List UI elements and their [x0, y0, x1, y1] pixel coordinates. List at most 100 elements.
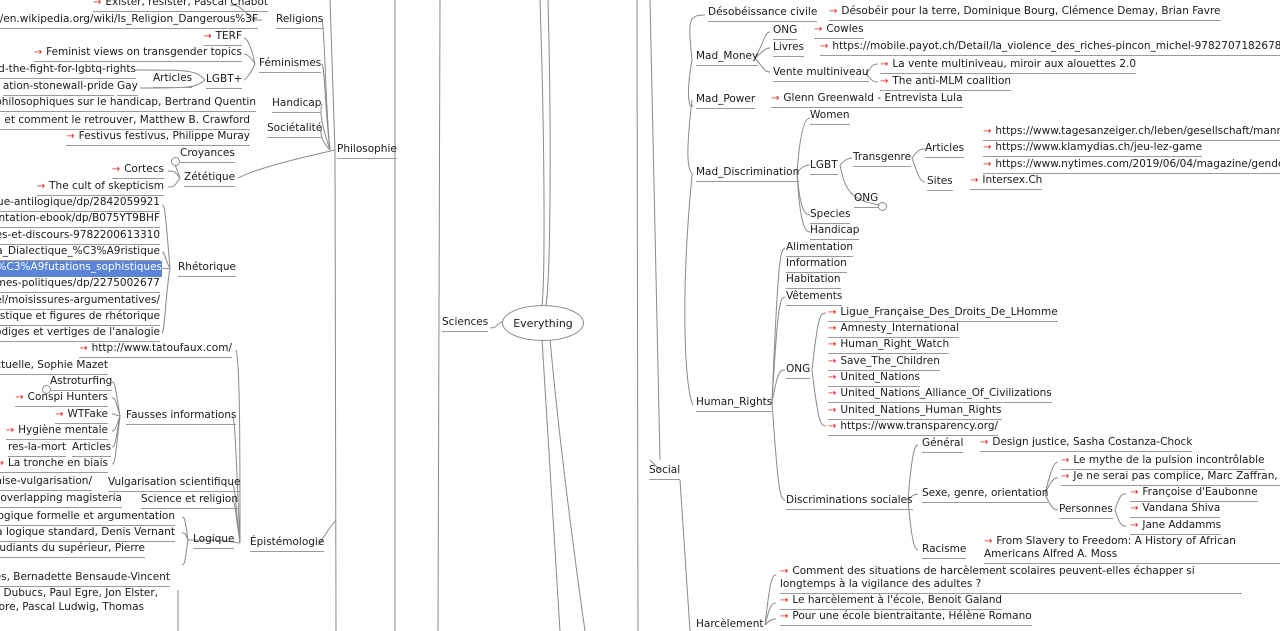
node-astroturfing[interactable]: Astroturfing — [50, 375, 113, 391]
node-species[interactable]: Species — [810, 208, 851, 224]
node-handicap-right[interactable]: Handicap — [810, 224, 860, 240]
node-feminismes[interactable]: Féminismes — [259, 57, 322, 73]
node-articles[interactable]: Articles — [153, 72, 193, 88]
node-rhetorique-link[interactable]: ylistique et figures de rhétorique — [0, 310, 160, 326]
node-design-justice[interactable]: →Design justice, Sasha Costanza-Chock — [980, 436, 1193, 452]
node-fausses-informations[interactable]: Fausses informations — [126, 409, 237, 425]
node-rhetorique-link[interactable]: riel/moisissures-argumentatives/ — [0, 294, 160, 310]
node-epistemologie[interactable]: Épistémologie — [250, 536, 325, 552]
node-rhetorique[interactable]: Rhétorique — [178, 261, 236, 277]
node-racisme[interactable]: Racisme — [922, 543, 967, 559]
node-ong-item[interactable]: →United_Nations_Human_Rights — [828, 404, 1002, 420]
node-anti-mlm[interactable]: →The anti-MLM coalition — [880, 75, 1012, 91]
node-complice[interactable]: →Je ne serai pas complice, Marc Zaffran,… — [1061, 470, 1280, 486]
node-articles-2[interactable]: Articles — [72, 441, 112, 457]
node-crawford[interactable]: nde, et comment le retrouver, Matthew B.… — [0, 114, 250, 130]
node-intersex[interactable]: →Intersex.Ch — [970, 174, 1043, 190]
node-articles-right[interactable]: Articles — [925, 142, 965, 158]
node-information[interactable]: Information — [786, 257, 847, 273]
node-transgenre-link[interactable]: →https://www.klamydias.ch/jeu-lez-game — [983, 141, 1203, 157]
node-rhetorique-link[interactable]: ique-antilogique/dp/2842059921 — [0, 196, 160, 212]
node-ong-item[interactable]: →Ligue_Française_Des_Droits_De_LHomme — [828, 306, 1058, 322]
node-women[interactable]: Women — [810, 109, 850, 125]
node-vente-multiniveau[interactable]: Vente multiniveau — [773, 66, 869, 82]
node-etudiants[interactable]: étudiants du supérieur, Pierre — [0, 542, 145, 558]
collapsed-node-icon[interactable] — [171, 157, 180, 166]
node-ong-3[interactable]: ONG — [786, 363, 811, 379]
node-harcelement-item[interactable]: →Comment des situations de harcèlement s… — [780, 565, 1242, 594]
node-desobeissance[interactable]: Désobéissance civile — [708, 6, 818, 22]
node-personne[interactable]: →Françoise d'Eaubonne — [1130, 486, 1258, 502]
node-gay-link[interactable]: ation-stonewall-pride — [2, 80, 114, 96]
node-ong-2[interactable]: ONG — [854, 192, 879, 208]
node-mad-power[interactable]: Mad_Power — [696, 93, 756, 109]
node-ong[interactable]: ONG — [773, 24, 798, 40]
node-vetements[interactable]: Vêtements — [786, 290, 843, 306]
node-personne[interactable]: →Jane Addamms — [1130, 519, 1222, 535]
node-slavery[interactable]: →From Slavery to Freedom: A History of A… — [984, 535, 1280, 564]
node-ong-item[interactable]: →United_Nations_Alliance_Of_Civilization… — [828, 387, 1052, 403]
node-lgbt-right[interactable]: LGBT — [810, 159, 838, 175]
node-rhetorique-link[interactable]: Prodiges et vertiges de l'analogie — [0, 326, 160, 342]
node-rhetorique-link[interactable]: tes-et-discours-9782200613310 — [0, 229, 160, 245]
node-lgbt-link[interactable]: ed-the-fight-for-lgbtq-rights — [0, 63, 136, 79]
node-transgenre-link[interactable]: →https://www.tagesanzeiger.ch/leben/gese… — [983, 125, 1280, 141]
node-mad-discrimination[interactable]: Mad_Discrimination — [696, 166, 800, 182]
node-rhetorique-link-selected[interactable]: R%C3%A9futations_sophistiques — [0, 261, 162, 277]
node-rhetorique-link[interactable]: mentation-ebook/dp/B075YT9BHF — [0, 212, 160, 228]
node-terf[interactable]: →TERF — [203, 30, 242, 46]
node-conspi-hunters[interactable]: →Conspi Hunters — [15, 391, 108, 407]
node-harcelement[interactable]: Harcèlement — [696, 618, 764, 631]
node-handicap[interactable]: Handicap — [272, 97, 322, 113]
node-tronche-en-biais[interactable]: →La tronche en biais — [0, 457, 108, 473]
node-cowles[interactable]: →Cowles — [814, 23, 864, 39]
node-gay[interactable]: Gay — [117, 80, 138, 96]
node-habitation[interactable]: Habitation — [786, 273, 841, 289]
node-religions[interactable]: Religions — [276, 13, 324, 29]
collapsed-node-icon[interactable] — [878, 202, 887, 211]
node-sexe-genre[interactable]: Sexe, genre, orientation — [922, 487, 1049, 503]
node-hygiene-mentale[interactable]: →Hygiène mentale — [5, 424, 108, 440]
node-mazet[interactable]: ectuelle, Sophie Mazet — [0, 359, 108, 375]
node-human-rights[interactable]: Human_Rights — [696, 396, 773, 412]
node-ludwig[interactable]: more, Pascal Ludwig, Thomas — [0, 601, 144, 613]
node-logique-formelle[interactable]: Logique formelle et argumentation — [0, 510, 175, 526]
node-transgenre[interactable]: Transgenre — [853, 151, 912, 167]
node-greenwald[interactable]: →Glenn Greenwald - Entrevista Lula — [771, 92, 963, 108]
node-logique-standard[interactable]: la logique standard, Denis Vernant — [0, 526, 175, 542]
node-non-overlapping[interactable]: n-overlapping magisteria — [0, 492, 122, 508]
node-cult-skepticism[interactable]: →The cult of skepticism — [36, 180, 164, 196]
node-apres-la-mort[interactable]: res-la-mort — [7, 441, 66, 457]
node-alimentation[interactable]: Alimentation — [786, 241, 854, 257]
node-ong-item[interactable]: →https://www.transparency.org/ — [828, 420, 999, 436]
node-cortecs[interactable]: →Cortecs — [111, 163, 164, 179]
node-dubucs[interactable]: es Dubucs, Paul Egre, Jon Elster, — [0, 587, 158, 599]
node-vulg-link[interactable]: aise-vulgarisation/ — [0, 475, 92, 491]
node-tatoufaux[interactable]: →http://www.tatoufaux.com/ — [79, 342, 232, 358]
node-mythe[interactable]: →Le mythe de la pulsion incontrôlable — [1061, 454, 1265, 470]
branch-philosophie[interactable]: Philosophie — [337, 143, 397, 159]
node-ong-item[interactable]: →Amnesty_International — [828, 322, 959, 338]
node-sites[interactable]: Sites — [927, 175, 953, 191]
node-bensaude[interactable]: tes, Bernadette Bensaude-Vincent — [0, 571, 170, 587]
node-payot[interactable]: →https://mobile.payot.ch/Detail/la_viole… — [820, 40, 1280, 56]
node-ong-item[interactable]: →United_Nations — [828, 371, 921, 387]
node-ong-item[interactable]: →Human_Right_Watch — [828, 338, 950, 354]
node-mad-money[interactable]: Mad_Money — [696, 50, 759, 66]
node-livres[interactable]: Livres — [773, 41, 804, 57]
node-exister[interactable]: →Exister, résister, Pascal Chabot — [92, 0, 268, 12]
node-societalite[interactable]: Sociétalité — [267, 122, 323, 138]
node-harcelement-item[interactable]: →Pour une école bientraitante, Hélène Ro… — [780, 610, 1032, 626]
node-handicap-book[interactable]: ns philosophiques sur le handicap, Bertr… — [0, 96, 256, 112]
node-vulgarisation[interactable]: Vulgarisation scientifique — [108, 476, 241, 492]
node-discriminations[interactable]: Discriminations sociales — [786, 494, 913, 510]
node-science-religion[interactable]: Science et religion — [141, 493, 238, 509]
node-religion-dangerous[interactable]: ttps://en.wikipedia.org/wiki/Is_Religion… — [0, 13, 258, 29]
branch-sciences[interactable]: Sciences — [442, 316, 489, 332]
node-croyances[interactable]: Croyances — [180, 147, 235, 163]
collapsed-node-icon[interactable] — [42, 385, 51, 394]
node-transgenre-link[interactable]: →https://www.nytimes.com/2019/06/04/maga… — [983, 158, 1280, 174]
node-lgbt[interactable]: LGBT+ — [206, 73, 243, 89]
node-zetetique[interactable]: Zététique — [184, 171, 236, 187]
